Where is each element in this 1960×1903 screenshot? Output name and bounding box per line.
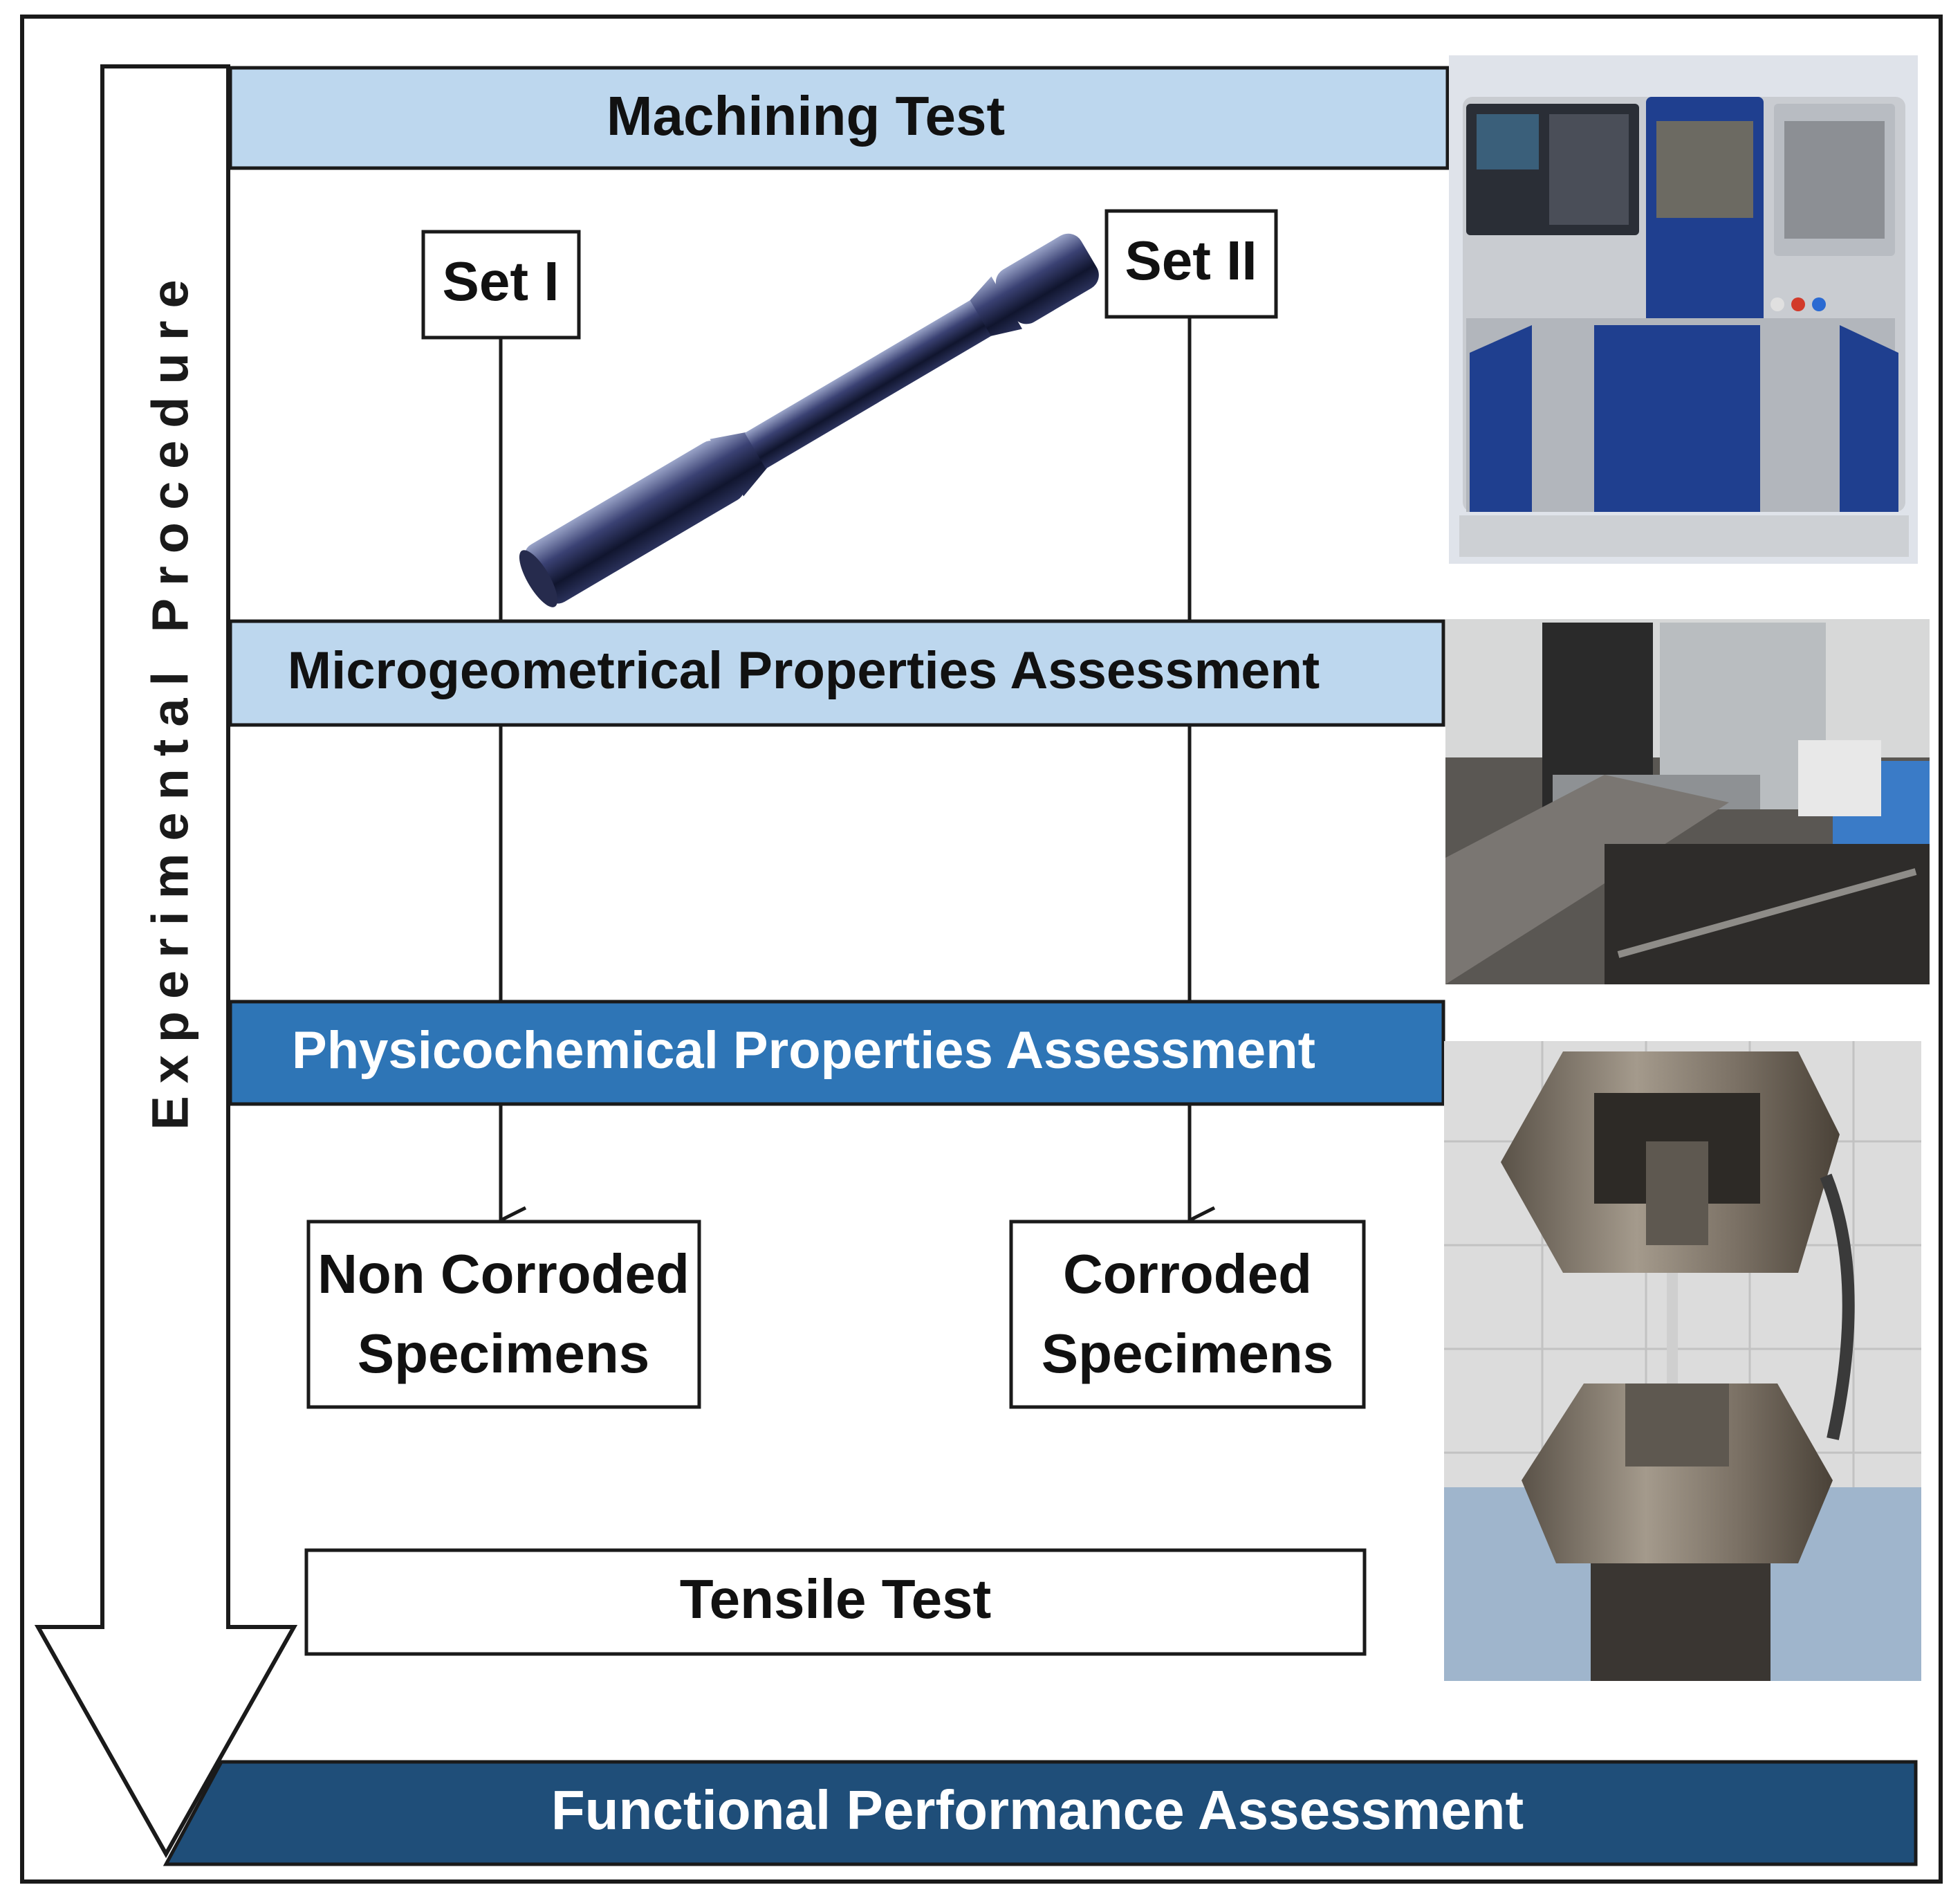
set-2-label: Set II [1125,230,1257,291]
set-1-box [421,230,581,340]
profilometer-photo [1445,619,1930,984]
tensile-test-box [304,1548,1367,1656]
set-2-box [1104,209,1278,319]
functional-performance-bar [163,1760,1918,1866]
machining-test-label: Machining Test [607,85,1005,147]
tensile-machine-photo [1444,1041,1921,1681]
corroded-line1: Corroded [1063,1243,1312,1305]
procedure-arrow [34,64,298,1859]
tensile-test-label: Tensile Test [680,1568,992,1630]
corroded-box [1009,1220,1366,1409]
non-corroded-line2: Specimens [358,1323,649,1384]
non-corroded-box [306,1220,701,1409]
corroded-line2: Specimens [1042,1323,1333,1384]
microgeometrical-label: Microgeometrical Properties Assessment [288,641,1320,700]
microgeometrical-bar [228,619,1445,727]
non-corroded-line1: Non Corroded [317,1243,690,1305]
procedure-label: Experimental Procedure [142,267,199,1130]
machining-test-bar [228,66,1450,170]
physicochemical-label: Physicochemical Properties Assessment [292,1021,1315,1080]
physicochemical-bar [228,1000,1445,1106]
functional-performance-label: Functional Performance Assessment [551,1779,1524,1841]
tensile-specimen-image [519,233,1099,607]
cnc-lathe-photo [1449,55,1918,564]
set-1-label: Set I [443,250,560,312]
